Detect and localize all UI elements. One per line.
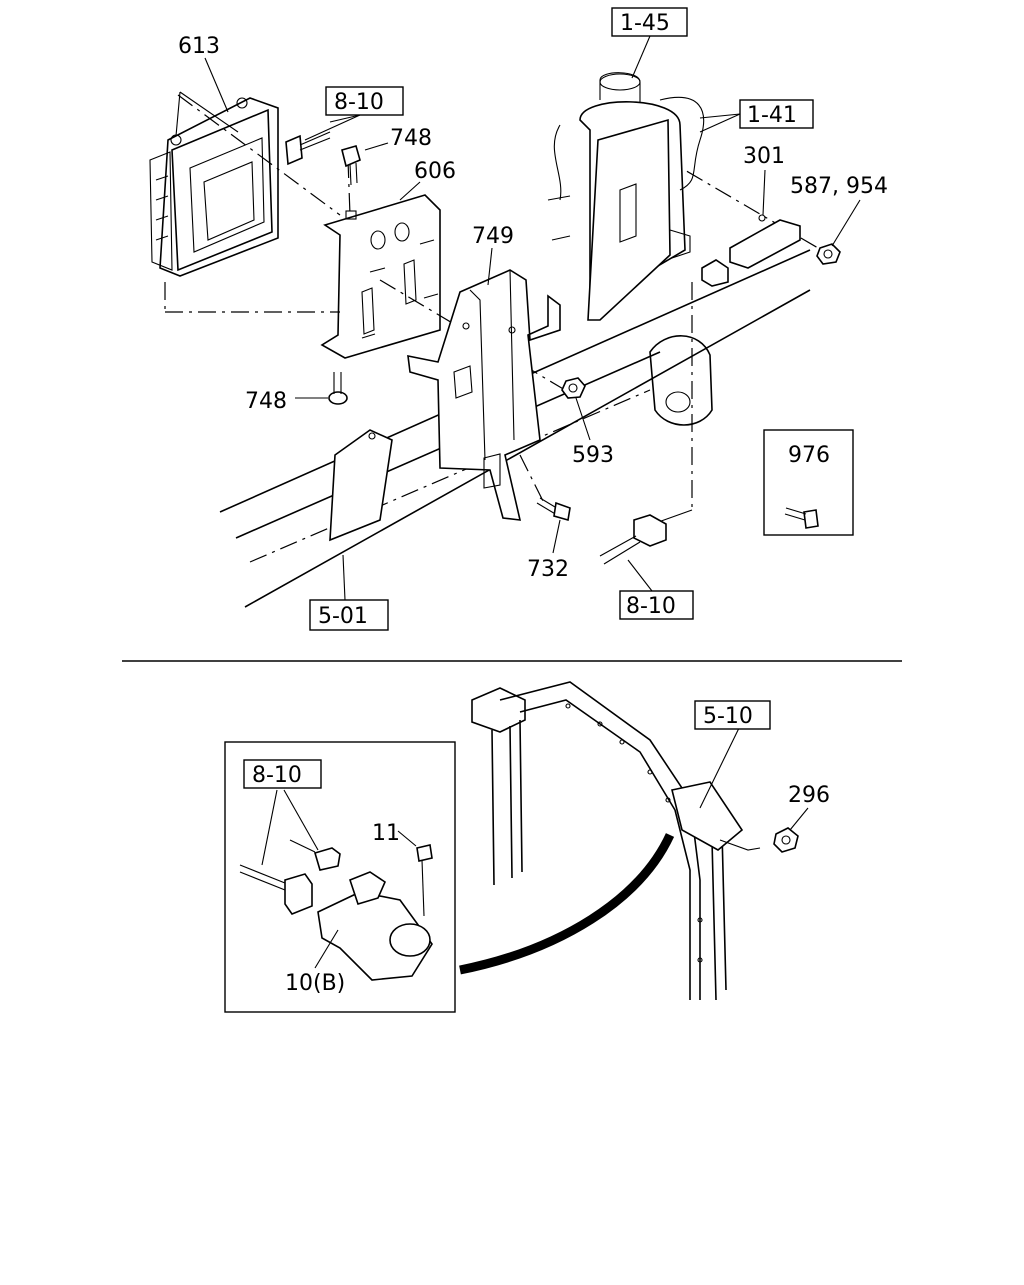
connector-plug [285, 131, 331, 166]
ref-label-8-10-top: 8-10 [334, 90, 384, 115]
nut-296 [773, 807, 809, 853]
label-301: 301 [743, 144, 785, 169]
upper-view [149, 35, 861, 608]
upper-labels: 613 748 606 749 748 593 732 301 587, 954… [178, 7, 888, 631]
bracket-749 [407, 269, 561, 521]
ref-box-8-10-bottom: 8-10 [619, 590, 694, 620]
part-976-box [763, 429, 854, 536]
label-732: 732 [527, 557, 569, 582]
ref-label-8-10-bottom: 8-10 [626, 594, 676, 619]
ref-box-5-10: 5-10 [694, 700, 771, 730]
nut-593 [561, 377, 586, 399]
label-11: 11 [372, 821, 400, 846]
ref-box-1-41: 1-41 [739, 99, 814, 129]
reservoir-tank [547, 72, 705, 321]
harness-plug [599, 514, 667, 565]
bolt-748-bottom [328, 372, 348, 405]
leader-lines-upper [175, 35, 861, 601]
bracket-606 [320, 194, 441, 359]
ref-box-1-45: 1-45 [611, 7, 688, 37]
lower-labels: 11 10(B) 296 8-10 5-10 [243, 700, 830, 996]
ref-box-5-01: 5-01 [309, 599, 389, 631]
ref-label-5-01: 5-01 [318, 604, 368, 629]
ref-label-1-41: 1-41 [747, 103, 797, 128]
label-748-bottom: 748 [245, 389, 287, 414]
lower-view [224, 681, 809, 1013]
label-976: 976 [788, 443, 830, 468]
label-593: 593 [572, 443, 614, 468]
label-606: 606 [414, 159, 456, 184]
sensor-301 [701, 214, 801, 287]
detail-arrow [459, 833, 675, 975]
label-748-top: 748 [390, 126, 432, 151]
label-749: 749 [472, 224, 514, 249]
nut-587-954 [816, 243, 841, 265]
ref-label-8-10-inset: 8-10 [252, 763, 302, 788]
cab-frame [471, 681, 761, 1001]
ref-label-5-10: 5-10 [703, 704, 753, 729]
ref-box-8-10-top: 8-10 [325, 86, 404, 116]
frame-gusset [329, 429, 393, 542]
label-296: 296 [788, 783, 830, 808]
bolt-748-top [341, 145, 361, 186]
label-613: 613 [178, 34, 220, 59]
bolt-732 [536, 497, 571, 522]
ref-label-1-45: 1-45 [620, 11, 670, 36]
label-587-954: 587, 954 [790, 174, 888, 199]
ecu-module [149, 97, 279, 277]
label-10b: 10(B) [285, 971, 345, 996]
ref-box-8-10-inset: 8-10 [243, 759, 322, 789]
